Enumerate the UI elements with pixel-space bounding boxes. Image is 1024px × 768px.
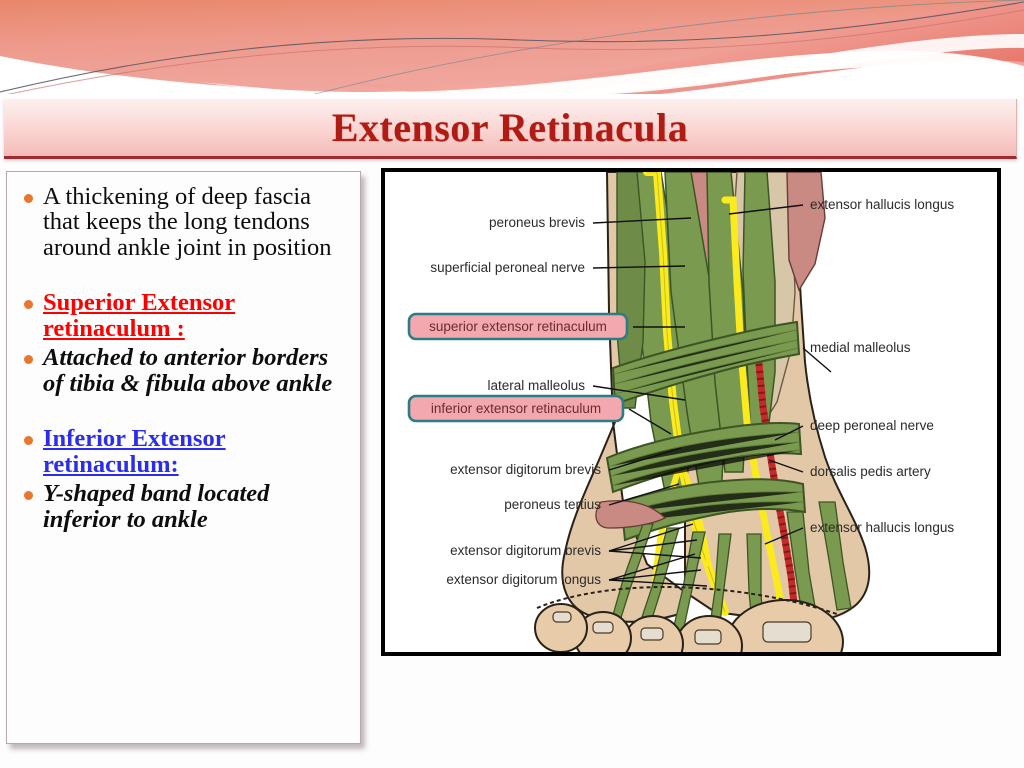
label-extensor-hallucis-longus-top: extensor hallucis longus xyxy=(810,197,954,212)
list-item: Attached to anterior borders of tibia & … xyxy=(13,345,352,396)
highlight-box-superior: superior extensor retinaculum xyxy=(407,312,629,341)
content-text-panel: A thickening of deep fascia that keeps t… xyxy=(6,171,361,744)
label-superficial-peroneal-nerve: superficial peroneal nerve xyxy=(430,260,585,275)
label-inferior-extensor-retinaculum: inferior extensor retinaculum xyxy=(431,401,601,416)
bullet-text-superior-heading: Superior Extensor retinaculum : xyxy=(43,289,236,342)
label-medial-malleolus: medial malleolus xyxy=(810,340,911,355)
bullet-text-definition: A thickening of deep fascia that keeps t… xyxy=(43,183,332,261)
list-item: Inferior Extensor retinaculum: xyxy=(13,426,352,477)
label-extensor-digitorum-brevis-lower: extensor digitorum brevis xyxy=(450,543,601,558)
anatomy-figure: peroneus brevis superficial peroneal ner… xyxy=(381,168,1001,656)
slide-title-band: Extensor Retinacula xyxy=(4,99,1017,159)
label-extensor-digitorum-brevis-upper: extensor digitorum brevis xyxy=(450,462,601,477)
inferior-retinaculum-box xyxy=(407,394,625,423)
highlight-box-inferior: inferior extensor retinaculum xyxy=(407,394,625,423)
left-labels: peroneus brevis superficial peroneal ner… xyxy=(430,215,601,587)
list-item: A thickening of deep fascia that keeps t… xyxy=(13,184,352,260)
list-item: Y-shaped band located inferior to ankle xyxy=(13,481,352,532)
label-lateral-malleolus: lateral malleolus xyxy=(487,378,585,393)
decorative-banner xyxy=(0,0,1024,98)
bullet-list: A thickening of deep fascia that keeps t… xyxy=(13,184,352,532)
label-extensor-digitorum-longus: extensor digitorum longus xyxy=(446,572,601,587)
label-peroneus-brevis: peroneus brevis xyxy=(489,215,585,230)
leader-lines xyxy=(592,204,832,587)
superior-retinaculum-box xyxy=(407,312,629,341)
label-extensor-hallucis-longus-bottom: extensor hallucis longus xyxy=(810,520,954,535)
right-labels: extensor hallucis longus medial malleolu… xyxy=(810,197,954,535)
label-dorsalis-pedis-artery: dorsalis pedis artery xyxy=(810,464,931,479)
page-title: Extensor Retinacula xyxy=(331,104,689,150)
label-peroneus-tertius: peroneus tertius xyxy=(504,497,601,512)
list-item: Superior Extensor retinaculum : xyxy=(13,290,352,341)
bullet-text-inferior-detail: Y-shaped band located inferior to ankle xyxy=(43,480,270,533)
bullet-text-inferior-heading: Inferior Extensor retinaculum: xyxy=(43,425,226,478)
anatomy-illustration xyxy=(534,172,871,652)
bullet-text-superior-detail: Attached to anterior borders of tibia & … xyxy=(43,344,333,397)
label-superior-extensor-retinaculum: superior extensor retinaculum xyxy=(429,319,607,334)
label-deep-peroneal-nerve: deep peroneal nerve xyxy=(810,418,934,433)
